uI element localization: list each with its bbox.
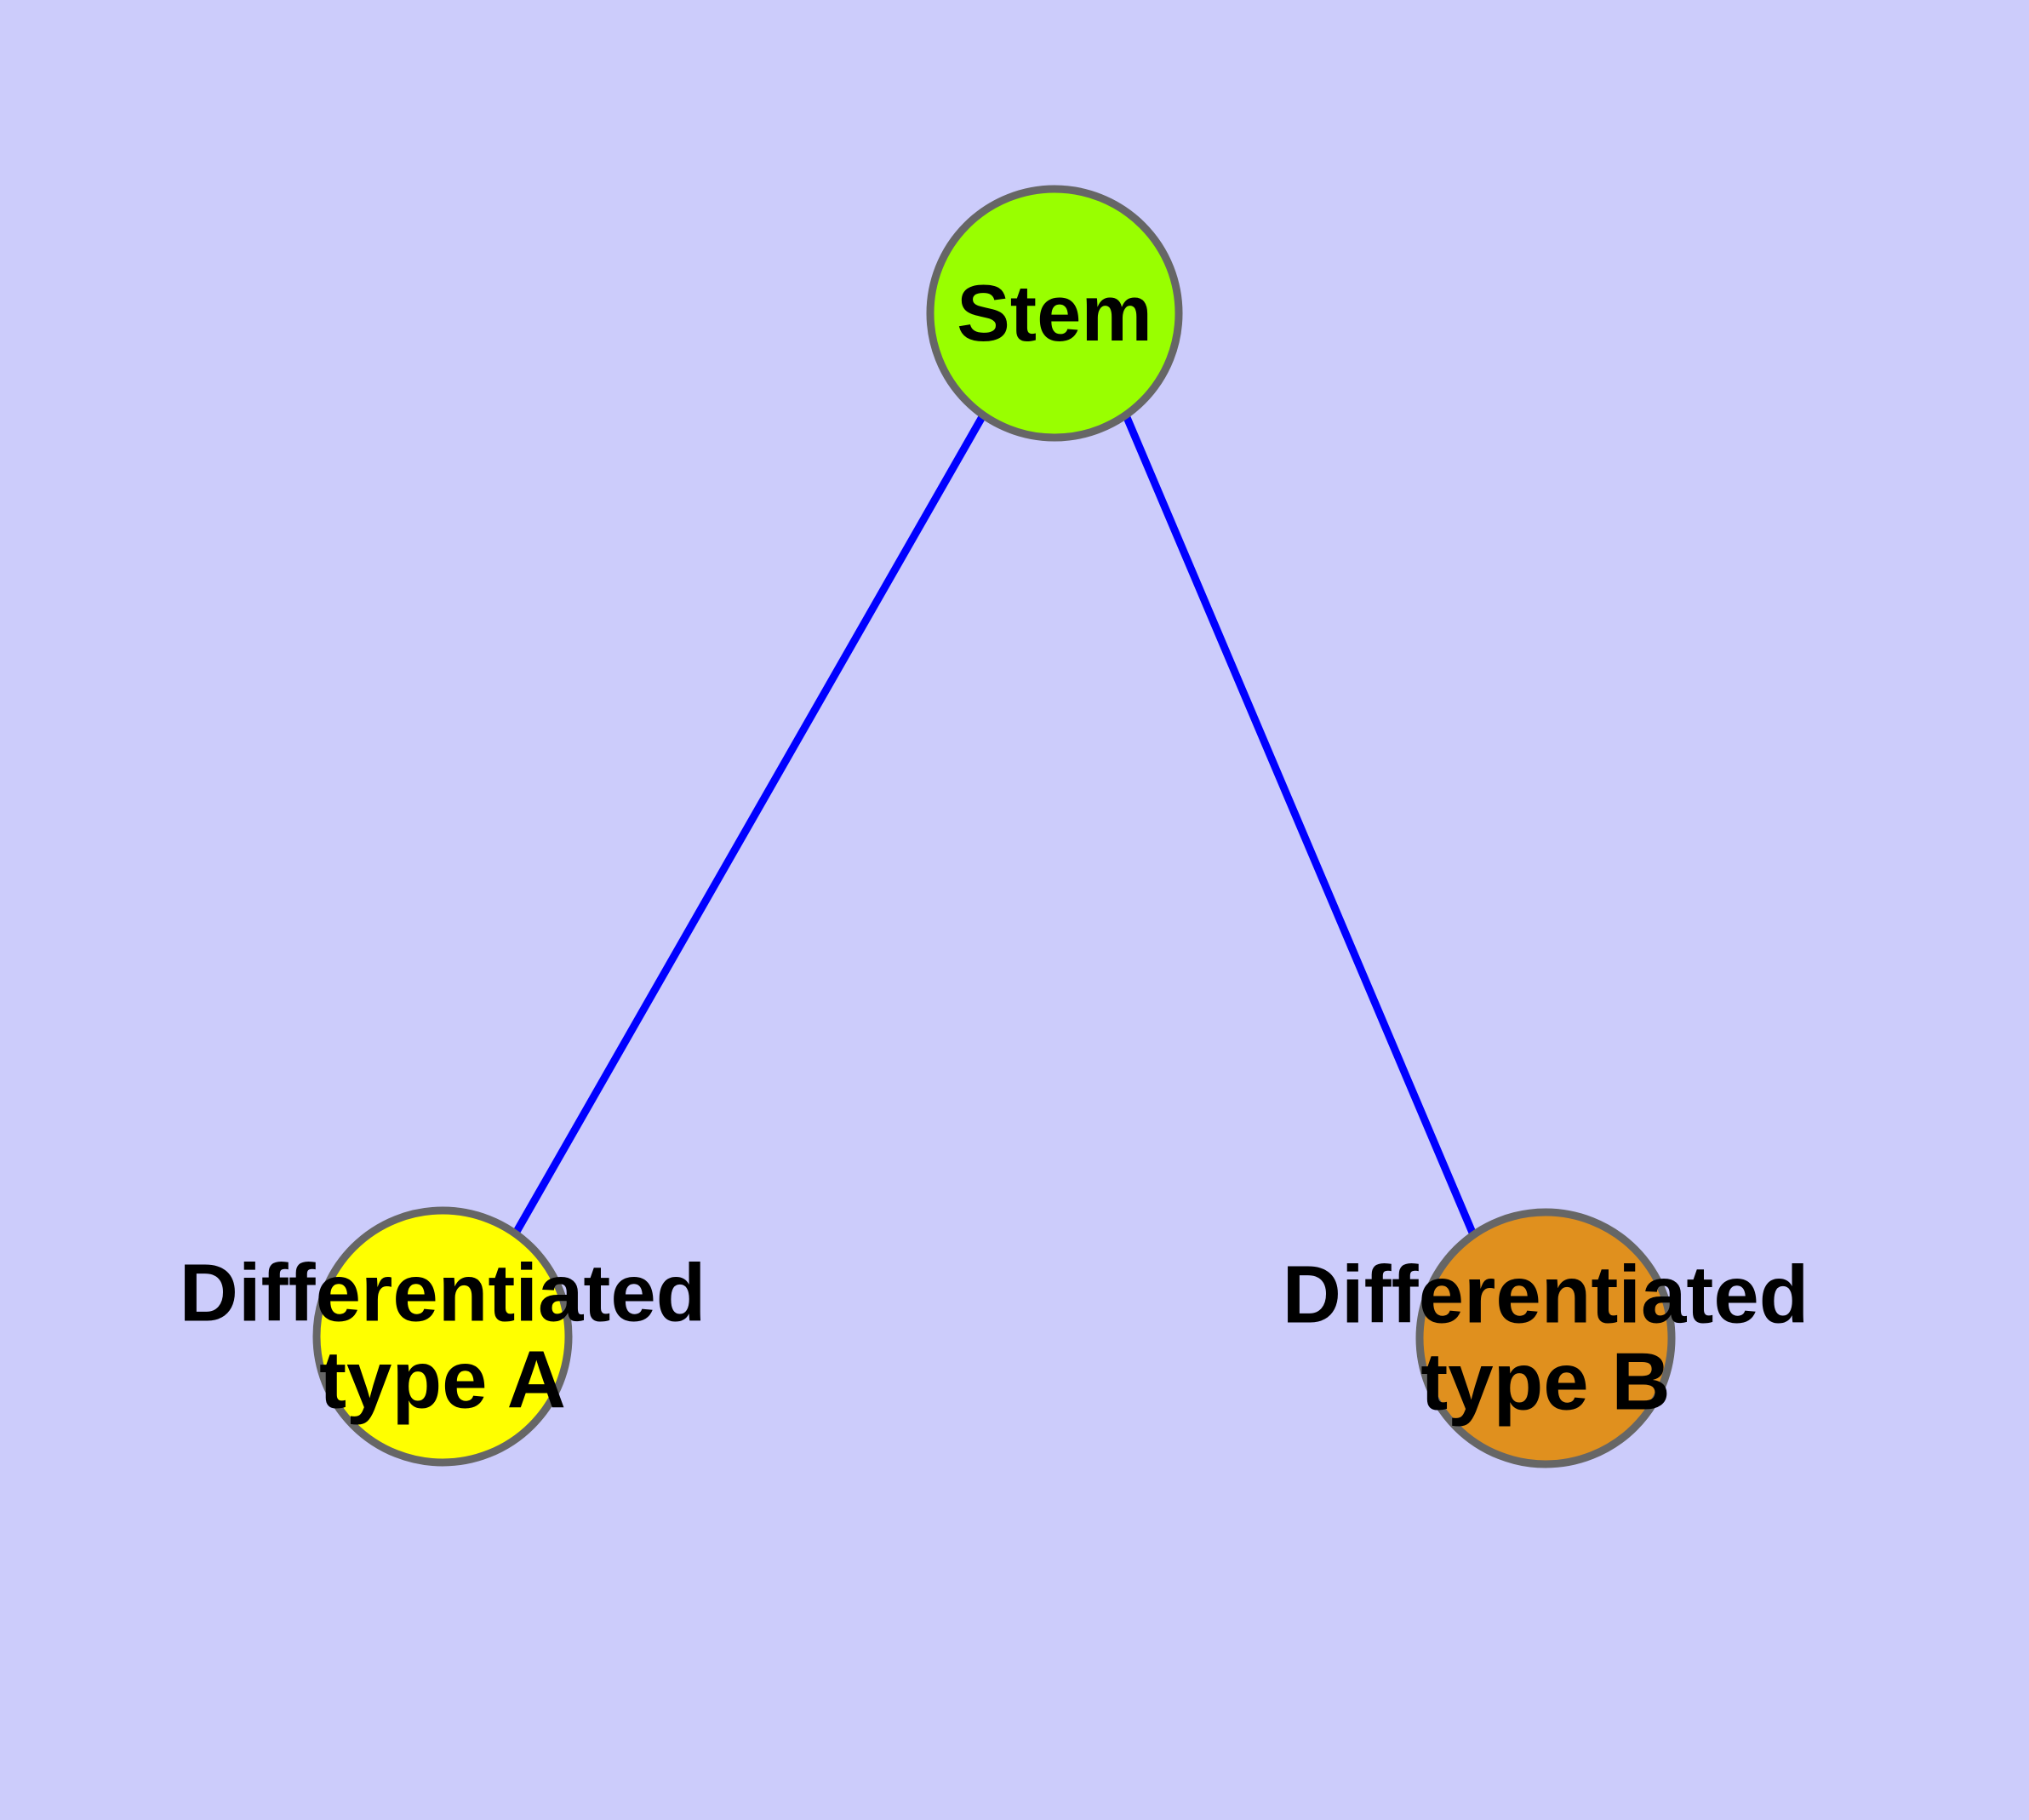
graph-node-stem[interactable] xyxy=(926,185,1183,442)
graph-edge-stem-to-diff-b xyxy=(1122,414,1479,1240)
graph-node-diff_b[interactable] xyxy=(1415,1208,1676,1468)
edge-layer xyxy=(511,413,1479,1240)
graph-node-diff_a[interactable] xyxy=(312,1206,573,1467)
graph-edge-stem-to-diff-a xyxy=(511,413,986,1239)
node-layer xyxy=(312,185,1676,1468)
